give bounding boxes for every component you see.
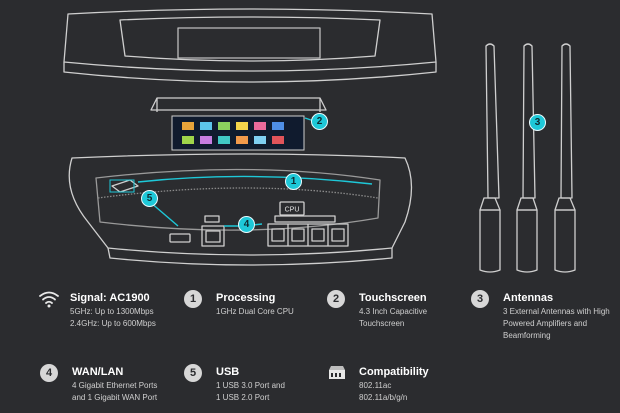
spec-line: Beamforming xyxy=(503,331,551,340)
antenna-left xyxy=(485,43,500,199)
router-exploded-diagram: CPU xyxy=(63,8,576,273)
spec-title: WAN/LAN xyxy=(72,366,124,378)
number-4-icon: 4 xyxy=(40,364,58,382)
spec-title: USB xyxy=(216,366,240,378)
usb-highlight xyxy=(109,179,135,193)
spec-title: Compatibility xyxy=(359,366,429,378)
spec-line: 1GHz Dual Core CPU xyxy=(216,307,294,316)
callout-5: 5 xyxy=(141,190,158,207)
antenna-middle xyxy=(522,43,536,199)
spec-line: 2.4GHz: Up to 600Mbps xyxy=(70,319,156,328)
spec-line: 1 USB 2.0 Port xyxy=(216,393,270,402)
spec-title: Signal: AC1900 xyxy=(70,292,150,304)
spec-title: Antennas xyxy=(503,292,554,304)
spec-title: Touchscreen xyxy=(359,292,427,304)
cpu-chip xyxy=(279,201,305,216)
touchscreen-frame xyxy=(150,97,327,111)
spec-line: 802.11a/b/g/n xyxy=(359,393,408,402)
spec-line: 3 External Antennas with High xyxy=(503,307,610,316)
spec-line: 5GHz: Up to 1300Mbps xyxy=(70,307,154,316)
antenna-right xyxy=(560,43,573,199)
spec-line: Powered Amplifiers and xyxy=(503,319,588,328)
wifi-icon xyxy=(39,291,59,308)
callout-3: 3 xyxy=(529,114,546,131)
touchscreen-app-tiles xyxy=(182,122,284,144)
top-cover-window xyxy=(177,27,321,59)
callout-4: 4 xyxy=(238,216,255,233)
usb-port xyxy=(169,233,191,243)
top-cover xyxy=(63,8,437,72)
touchscreen-display xyxy=(171,115,305,151)
spec-line: and 1 Gigabit WAN Port xyxy=(72,393,158,402)
router-base xyxy=(68,153,413,256)
number-1-icon: 1 xyxy=(184,290,202,308)
spec-line: 4.3 Inch Capacitive xyxy=(359,307,428,316)
spec-title: Processing xyxy=(216,292,276,304)
router-chip-icon xyxy=(329,366,345,379)
spec-line: Touchscreen xyxy=(359,319,405,328)
number-5-icon: 5 xyxy=(184,364,202,382)
cpu-label: CPU xyxy=(285,207,300,214)
callout-1: 1 xyxy=(285,173,302,190)
number-3-icon: 3 xyxy=(471,290,489,308)
processor-highlight xyxy=(137,175,373,185)
number-2-icon: 2 xyxy=(327,290,345,308)
spec-line: 802.11ac xyxy=(359,381,392,390)
callout-2: 2 xyxy=(311,113,328,130)
spec-line: 1 USB 3.0 Port and xyxy=(216,381,285,390)
wan-port xyxy=(201,225,225,247)
spec-line: 4 Gigabit Ethernet Ports xyxy=(72,381,158,390)
